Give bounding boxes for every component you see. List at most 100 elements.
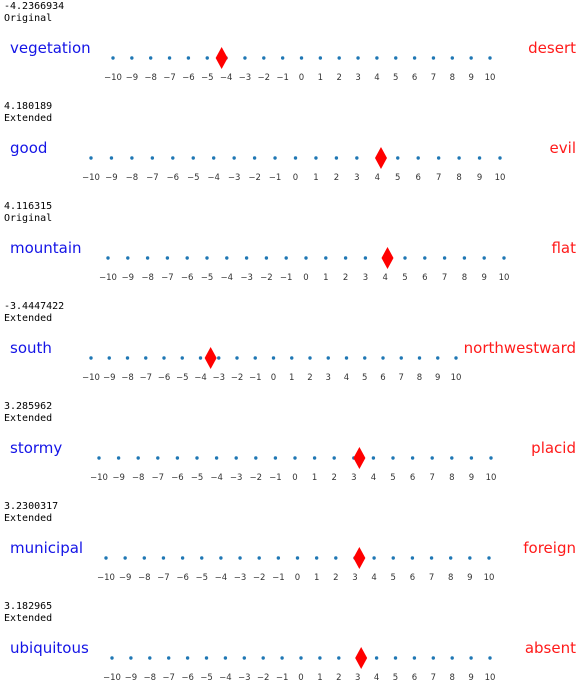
axis-dot bbox=[489, 456, 493, 460]
axis-dot bbox=[477, 156, 482, 160]
tick-label: −8 bbox=[121, 373, 134, 383]
score-value: 4.180189 bbox=[4, 101, 53, 112]
status-label: Extended bbox=[4, 513, 53, 524]
tick-label: 3 bbox=[351, 473, 356, 483]
axis-dot bbox=[165, 256, 170, 260]
tick-label: 2 bbox=[336, 673, 341, 683]
axis-dot bbox=[436, 356, 440, 360]
tick-label: −9 bbox=[119, 573, 132, 583]
tick-label: −2 bbox=[258, 73, 271, 83]
tick-label: 10 bbox=[485, 673, 496, 683]
status-label: Extended bbox=[4, 413, 53, 424]
tick-label: −2 bbox=[231, 373, 244, 383]
axis-dot bbox=[312, 456, 317, 460]
tick-label: −4 bbox=[220, 73, 233, 83]
tick-label: 3 bbox=[352, 573, 357, 583]
axis-dot bbox=[430, 456, 434, 460]
tick-label: −7 bbox=[161, 273, 174, 283]
axis-dot bbox=[356, 56, 360, 60]
tick-label: −2 bbox=[260, 273, 273, 283]
axis-dot bbox=[280, 56, 285, 60]
tick-label: 5 bbox=[393, 73, 398, 83]
axis-dot bbox=[469, 56, 473, 60]
value-marker-diamond bbox=[355, 647, 368, 669]
axis-dot bbox=[314, 556, 319, 560]
axis-dot bbox=[223, 656, 228, 660]
axis-dot bbox=[442, 256, 447, 260]
axis-dot bbox=[186, 56, 191, 60]
tick-label: −10 bbox=[82, 173, 100, 183]
axis-dot bbox=[171, 156, 175, 160]
tick-label: 8 bbox=[456, 173, 461, 183]
tick-label: −8 bbox=[132, 473, 145, 483]
tick-label: −5 bbox=[201, 273, 214, 283]
right-word: placid bbox=[531, 439, 576, 457]
axis-dot bbox=[410, 556, 415, 560]
axis-dot bbox=[391, 456, 395, 460]
tick-label: 3 bbox=[355, 73, 360, 83]
axis-dot bbox=[130, 156, 134, 160]
tick-label: 4 bbox=[374, 73, 379, 83]
axis-dot bbox=[391, 556, 395, 560]
tick-label: −9 bbox=[105, 173, 118, 183]
tick-label: −5 bbox=[187, 173, 200, 183]
axis-dot bbox=[450, 56, 454, 60]
axis-dot bbox=[242, 656, 246, 660]
tick-label: −9 bbox=[125, 673, 138, 683]
axis-dot bbox=[488, 56, 492, 60]
tick-label: 6 bbox=[380, 373, 385, 383]
right-word: flat bbox=[551, 239, 576, 257]
axis-dot bbox=[374, 656, 379, 660]
tick-label: 2 bbox=[333, 573, 338, 583]
tick-label: −1 bbox=[249, 373, 262, 383]
right-word: evil bbox=[549, 139, 576, 157]
tick-label: 1 bbox=[323, 273, 328, 283]
right-word: desert bbox=[528, 39, 576, 57]
tick-label: −8 bbox=[138, 573, 151, 583]
axis-dot bbox=[308, 356, 312, 360]
tick-label: 1 bbox=[313, 173, 318, 183]
axis-dot bbox=[355, 156, 359, 160]
score-value: 4.116315 bbox=[4, 201, 53, 212]
axis-dot bbox=[299, 56, 304, 60]
tick-label: −7 bbox=[162, 673, 175, 683]
axis-dot bbox=[363, 256, 368, 260]
axis-dot bbox=[324, 256, 328, 260]
axis-dot bbox=[89, 356, 93, 360]
axis-dot bbox=[110, 656, 114, 660]
tick-label: −3 bbox=[234, 573, 247, 583]
tick-label: 9 bbox=[468, 73, 473, 83]
axis-dot bbox=[417, 356, 422, 360]
axis-dot bbox=[412, 56, 417, 60]
left-word: mountain bbox=[10, 239, 82, 257]
tick-label: 7 bbox=[399, 373, 404, 383]
axis-dot bbox=[343, 256, 348, 260]
score-value: -4.2366934 bbox=[4, 1, 65, 12]
tick-label: 1 bbox=[289, 373, 294, 383]
tick-label: −5 bbox=[195, 573, 208, 583]
tick-label: 0 bbox=[271, 373, 276, 383]
tick-label: −8 bbox=[144, 673, 157, 683]
axis-dot bbox=[254, 456, 258, 460]
tick-label: −4 bbox=[219, 673, 232, 683]
tick-label: −6 bbox=[158, 373, 171, 383]
axis-dot bbox=[217, 356, 221, 360]
axis-dot bbox=[235, 356, 239, 360]
tick-label: −9 bbox=[112, 473, 125, 483]
tick-label: 1 bbox=[314, 573, 319, 583]
tick-label: −2 bbox=[253, 573, 266, 583]
axis-dot bbox=[416, 156, 420, 160]
tick-label: 7 bbox=[431, 673, 436, 683]
tick-label: 2 bbox=[343, 273, 348, 283]
tick-label: 5 bbox=[391, 573, 396, 583]
tick-label: −6 bbox=[182, 73, 195, 83]
axis-dot bbox=[185, 256, 189, 260]
axis-dot bbox=[111, 56, 115, 60]
tick-label: 6 bbox=[410, 473, 415, 483]
tick-label: 10 bbox=[451, 373, 462, 383]
axis-dot bbox=[337, 656, 341, 660]
